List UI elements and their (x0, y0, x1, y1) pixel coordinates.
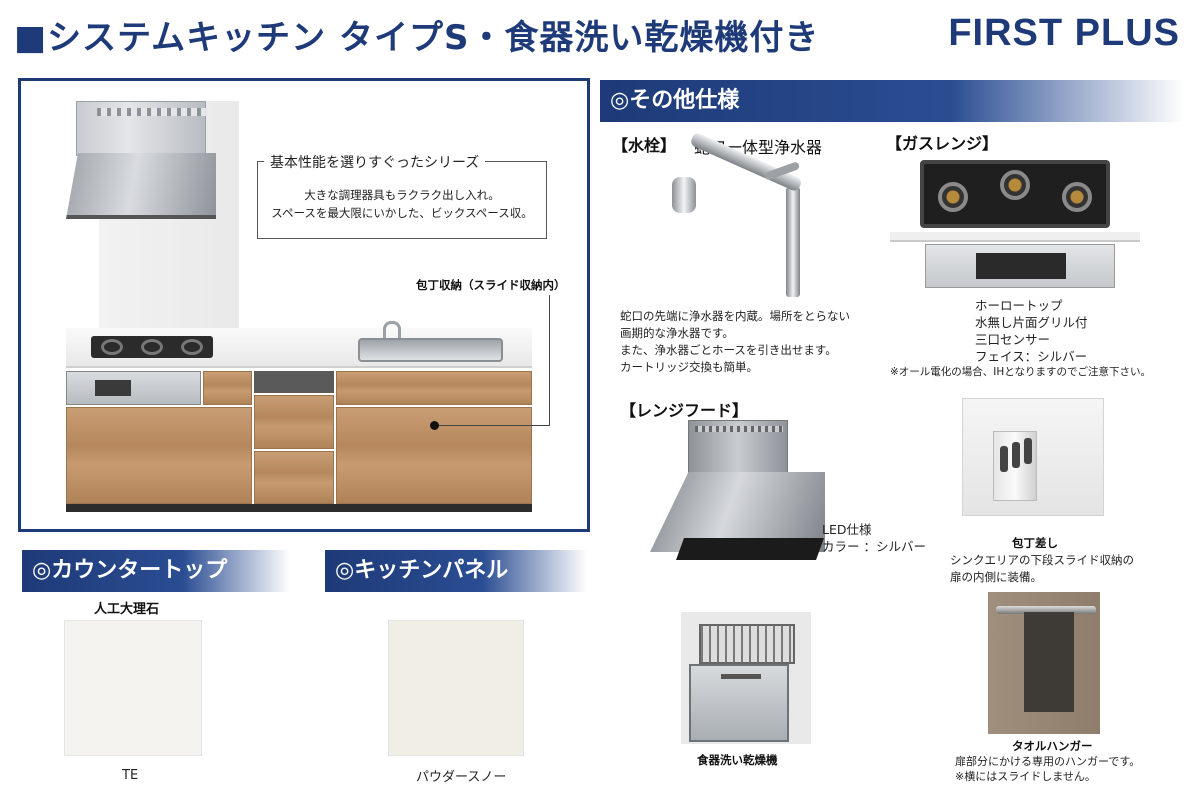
faucet-illustration (383, 321, 401, 341)
section-header-other: ◎その他仕様 (600, 80, 1184, 122)
dishwasher-title: 食器洗い乾燥機 (697, 753, 778, 767)
cabinet-plinth (66, 504, 532, 512)
leader-line (436, 425, 550, 426)
leader-line (549, 295, 550, 425)
faucet-title: 【水栓】 (612, 136, 677, 155)
callout-body: 大きな調理器具もラクラク出し入れ。 スペースを最大限にいかした、ビックスペース収… (271, 188, 533, 220)
series-callout: 基本性能を選りすぐったシリーズ 大きな調理器具もラクラク出し入れ。 スペースを最… (257, 152, 547, 239)
knife-holder-description: シンクエリアの下段スライド収納の 扉の内側に装備。 (950, 553, 1134, 584)
dishwasher-control (254, 371, 334, 393)
stove-control-panel (66, 371, 201, 405)
knife-holder-image (962, 398, 1104, 516)
range-hood-image (650, 420, 825, 565)
leader-dot (430, 421, 439, 430)
towel-hanger-image (988, 592, 1100, 734)
sink-illustration (358, 338, 503, 362)
towel-hanger-title: タオルハンガー (1012, 739, 1093, 753)
cabinet-drawer (203, 371, 252, 405)
gas-range-title: 【ガスレンジ】 (886, 134, 999, 153)
towel-hanger-description: 扉部分にかける専用のハンガーです。 ※横にはスライドしません。 (955, 755, 1141, 783)
cabinet-door (66, 407, 252, 504)
section-header-panel: ◎キッチンパネル (325, 550, 587, 592)
panel-color-name: パウダースノー (416, 770, 507, 785)
stove-illustration (91, 336, 213, 358)
brand-logo: FIRST PLUS (948, 12, 1180, 54)
range-hood-illustration (66, 101, 216, 221)
callout-title: 基本性能を選りすぐったシリーズ (264, 152, 486, 172)
cabinet-drawer (336, 371, 532, 405)
gas-range-image (890, 160, 1140, 292)
kitchen-image-frame: 基本性能を選りすぐったシリーズ 大きな調理器具もラクラク出し入れ。 スペースを最… (18, 78, 590, 532)
countertop-material: 人工大理石 (94, 602, 160, 617)
range-hood-title: 【レンジフード】 (620, 401, 749, 420)
knife-storage-label: 包丁収納（スライド収納内） (416, 278, 566, 292)
faucet-description: 蛇口の先端に浄水器を内蔵。場所をとらない 画期的な浄水器です。 また、浄水器ごと… (620, 309, 850, 374)
cabinet-drawer (254, 451, 334, 504)
countertop-color-name: TE (122, 768, 139, 783)
section-header-countertop: ◎カウンタートップ (22, 550, 290, 592)
gas-range-features: ホーロートップ 水無し片面グリル付 三口センサー フェイス：シルバー (975, 298, 1088, 364)
knife-holder-title: 包丁差し (1012, 536, 1058, 550)
page-title: ■システムキッチン タイプS・食器洗い乾燥機付き (14, 18, 820, 58)
faucet-image (668, 131, 818, 300)
gas-range-note: ※オール電化の場合、IHとなりますのでご注意下さい。 (890, 366, 1151, 378)
range-hood-spec: LED仕様 カラー ：シルバー (822, 522, 926, 554)
panel-swatch (388, 620, 524, 756)
dishwasher-door (254, 395, 334, 449)
countertop-swatch (64, 620, 202, 756)
dishwasher-image (681, 612, 811, 744)
